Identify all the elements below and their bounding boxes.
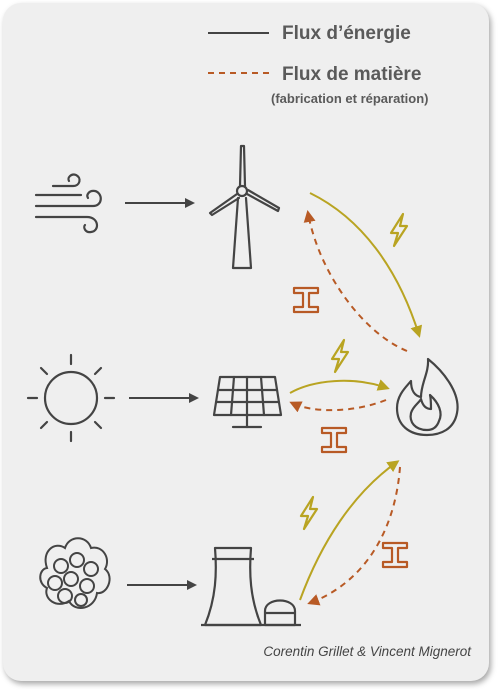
solar-panel-icon [212, 375, 283, 429]
nuclear-plant-icon [201, 546, 301, 627]
atom-cluster-icon [39, 537, 111, 609]
diagram-card: Flux d’énergie Flux de matière (fabricat… [3, 3, 489, 681]
energy-arrow-turbine-to-fire [309, 192, 423, 338]
lightning-icon [330, 338, 350, 374]
lightning-icon [299, 495, 319, 531]
legend-matter-sublabel: (fabrication et réparation) [271, 91, 428, 106]
credit-text: Corentin Grillet & Vincent Mignerot [263, 644, 471, 659]
legend-energy-label: Flux d’énergie [282, 23, 411, 44]
energy-arrow-panel-to-fire [289, 379, 390, 394]
wind-icon [34, 173, 102, 234]
legend-matter-label: Flux de matière [282, 64, 421, 85]
energy-arrow-plant-to-fire [299, 460, 400, 601]
steel-beam-icon [320, 426, 348, 454]
lightning-icon [389, 212, 409, 248]
steel-beam-icon [292, 286, 320, 314]
fire-icon [395, 357, 459, 437]
wind-turbine-icon [208, 144, 281, 270]
matter-arrow-fire-to-turbine [303, 210, 408, 352]
matter-arrow-fire-to-plant [307, 466, 401, 606]
diagram-canvas: Flux d’énergie Flux de matière (fabricat… [26, 23, 459, 627]
legend: Flux d’énergie Flux de matière (fabricat… [208, 23, 428, 106]
sun-icon [26, 353, 116, 443]
matter-arrow-fire-to-panel [289, 399, 387, 413]
steel-beam-icon [381, 541, 409, 569]
